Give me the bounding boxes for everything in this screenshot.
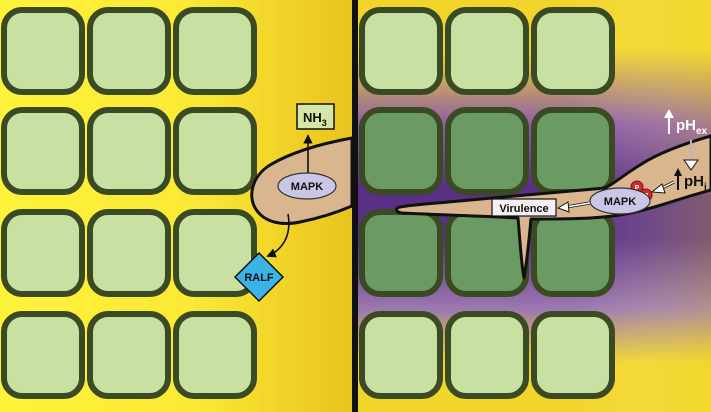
plant-cell	[87, 209, 171, 297]
plant-cell	[87, 107, 171, 195]
ralf-label: RALF	[244, 272, 274, 284]
plant-cell-dark	[445, 107, 529, 195]
ph-i-to-mapk-arrow	[650, 180, 675, 194]
plant-cell	[445, 7, 529, 95]
ph-ex-to-ph-i-arrow	[683, 140, 699, 171]
mapk-label-left: MAPK	[291, 181, 323, 193]
ph-i-label: pHi	[684, 173, 707, 193]
plant-cell	[173, 107, 257, 195]
plant-cell	[1, 7, 85, 95]
plant-cell-dark	[359, 209, 443, 297]
plant-cell	[531, 7, 615, 95]
panel-divider	[352, 0, 358, 412]
plant-cell	[87, 7, 171, 95]
mapk-to-virulence-arrow	[556, 201, 591, 213]
right-plant-cells	[359, 7, 615, 399]
plant-cell	[359, 7, 443, 95]
nh3-label: NH3	[303, 110, 327, 128]
plant-cell	[173, 7, 257, 95]
plant-cell	[1, 107, 85, 195]
up-arrow-icon	[664, 109, 674, 134]
plant-cell	[1, 209, 85, 297]
svg-text:P: P	[635, 185, 640, 192]
plant-cell	[173, 209, 257, 297]
plant-cell	[1, 311, 85, 399]
mapk-oval-right	[589, 187, 651, 215]
plant-cell	[531, 311, 615, 399]
ralf-diamond	[233, 251, 285, 303]
nh3-box	[296, 103, 335, 130]
plant-cell-dark	[531, 107, 615, 195]
left-plant-cells	[1, 7, 257, 399]
plant-cell-dark	[531, 209, 615, 297]
mapk-oval-left	[277, 172, 337, 200]
mapk-label-right: MAPK	[604, 196, 636, 208]
up-arrow-icon	[674, 168, 682, 190]
plant-cell-dark	[359, 107, 443, 195]
plant-cell	[359, 311, 443, 399]
ph-ex-label: pHex	[676, 117, 708, 137]
plant-cell	[173, 311, 257, 399]
plant-cell	[445, 311, 529, 399]
plant-cell-dark	[445, 209, 529, 297]
virulence-box	[491, 198, 557, 217]
plant-cell	[87, 311, 171, 399]
mapk-to-ralf-arrow	[266, 213, 290, 258]
virulence-label: Virulence	[499, 203, 548, 215]
